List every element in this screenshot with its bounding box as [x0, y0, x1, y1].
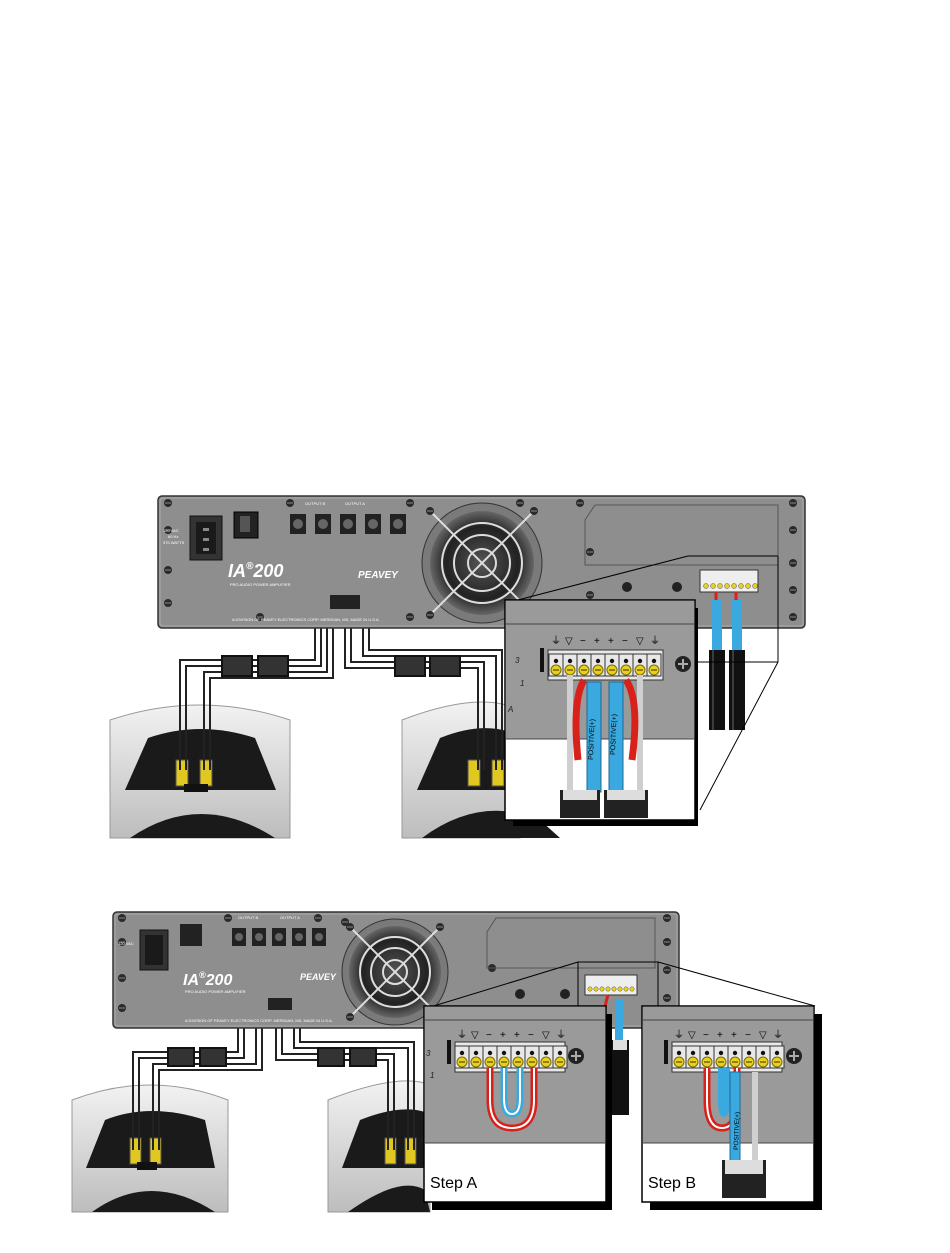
top-assembly: 120 VAC 60 Hz 370 WATTS IA®200 PRO AUDIO… — [109, 495, 806, 839]
amp-logo: IA®200 — [228, 561, 283, 581]
svg-text:+: + — [514, 1030, 520, 1041]
screw-ground-top — [675, 656, 691, 672]
bottom-assembly: 120 VAC IA®200 PRO AUDIO POWER AMPLIFIER… — [71, 911, 822, 1213]
step-a-box: ⏚ ▽ − + + − ▽ ⏚ — [423, 1005, 612, 1210]
amp-subtitle: PRO AUDIO POWER AMPLIFIER — [230, 582, 291, 587]
svg-text:+: + — [717, 1030, 723, 1041]
positive-label-2: POSITIVE(+) — [610, 714, 618, 755]
zoom-lines-bottom — [426, 961, 816, 1009]
output-b-label: OUTPUT B — [305, 501, 325, 506]
svg-text:−: − — [745, 1030, 751, 1041]
step-a-label: Step A — [430, 1175, 478, 1192]
svg-text:3: 3 — [426, 1049, 431, 1058]
terminal-symbols-top: ⏚ ▽ − + + − ▽ ⏚ — [551, 635, 660, 647]
svg-text:3: 3 — [515, 656, 520, 665]
svg-text:−: − — [528, 1030, 534, 1041]
step-b-label: Step B — [648, 1175, 697, 1192]
amp-panel-bottom: 120 VAC IA®200 PRO AUDIO POWER AMPLIFIER… — [112, 911, 680, 1029]
output-a-label: OUTPUT A — [345, 501, 365, 506]
input-wires-top: POSITIVE(+) POSITIVE(+) — [560, 675, 648, 818]
zoom-detail-top: ⏚ ▽ − + + − ▽ ⏚ POSITIVE(+) PO — [504, 599, 698, 826]
svg-text:1: 1 — [430, 1071, 434, 1080]
fan-grille-bottom — [341, 918, 449, 1026]
svg-text:+: + — [608, 636, 614, 647]
svg-text:+: + — [500, 1030, 506, 1041]
terminal-block-top — [547, 649, 664, 681]
speaker-right-bottom — [327, 1080, 431, 1213]
amp-footer-b: A DIVISION OF PEAVEY ELECTRONICS CORP. M… — [185, 1018, 333, 1023]
svg-text:▽: ▽ — [565, 636, 573, 647]
svg-text:⏚: ⏚ — [457, 1029, 467, 1041]
power-watts-text: 370 WATTS — [163, 540, 185, 545]
svg-text:−: − — [580, 636, 586, 647]
terminal-symbols-a: ⏚ ▽ − + + − ▽ ⏚ — [457, 1029, 566, 1041]
output-terminals-top — [290, 514, 406, 534]
svg-text:A: A — [507, 705, 513, 714]
brand-logo: PEAVEY — [358, 570, 399, 581]
power-rating-text-b: 120 VAC — [118, 941, 134, 946]
power-rating-text: 120 VAC — [163, 528, 179, 533]
positive-label-1: POSITIVE(+) — [588, 719, 596, 760]
fan-grille-top — [421, 502, 543, 624]
power-freq-text: 60 Hz — [168, 534, 178, 539]
svg-text:⏚: ⏚ — [773, 1029, 783, 1041]
positive-label-b: POSITIVE(+) — [733, 1112, 741, 1150]
speaker-left-bottom — [71, 1084, 229, 1213]
terminal-symbols-b: ⏚ ▽ − + + − ▽ ⏚ — [674, 1029, 783, 1041]
svg-text:+: + — [594, 636, 600, 647]
amp-logo-b: IA®200 — [183, 970, 232, 989]
svg-text:⏚: ⏚ — [556, 1029, 566, 1041]
svg-text:▽: ▽ — [759, 1030, 767, 1041]
volume-scale-top: 3 1 A — [507, 656, 524, 714]
brand-logo-b: PEAVEY — [300, 972, 337, 982]
svg-text:⏚: ⏚ — [551, 635, 561, 647]
svg-text:−: − — [703, 1030, 709, 1041]
step-b-box: ⏚ ▽ − + + − ▽ ⏚ POSITIVE(+) — [641, 1005, 822, 1210]
svg-text:1: 1 — [520, 679, 524, 688]
svg-text:▽: ▽ — [542, 1030, 550, 1041]
svg-text:+: + — [731, 1030, 737, 1041]
amp-subtitle-b: PRO AUDIO POWER AMPLIFIER — [185, 989, 246, 994]
svg-text:▽: ▽ — [688, 1030, 696, 1041]
output-terminals-bottom — [232, 928, 326, 946]
amp-footer: A DIVISION OF PEAVEY ELECTRONICS CORP. M… — [232, 617, 380, 622]
amp-panel-top: 120 VAC 60 Hz 370 WATTS IA®200 PRO AUDIO… — [157, 495, 806, 629]
output-b-label-b: OUTPUT B — [238, 915, 258, 920]
svg-text:▽: ▽ — [636, 636, 644, 647]
output-a-label-b: OUTPUT A — [280, 915, 300, 920]
zoom-lines-top — [509, 555, 779, 811]
svg-text:▽: ▽ — [471, 1030, 479, 1041]
speaker-left-top — [109, 704, 291, 839]
svg-text:−: − — [622, 636, 628, 647]
svg-text:⏚: ⏚ — [650, 635, 660, 647]
input-cable-side-top — [709, 592, 745, 730]
svg-text:⏚: ⏚ — [674, 1029, 684, 1041]
svg-text:−: − — [486, 1030, 492, 1041]
volume-scale-bottom: 3 1 — [426, 1049, 434, 1080]
